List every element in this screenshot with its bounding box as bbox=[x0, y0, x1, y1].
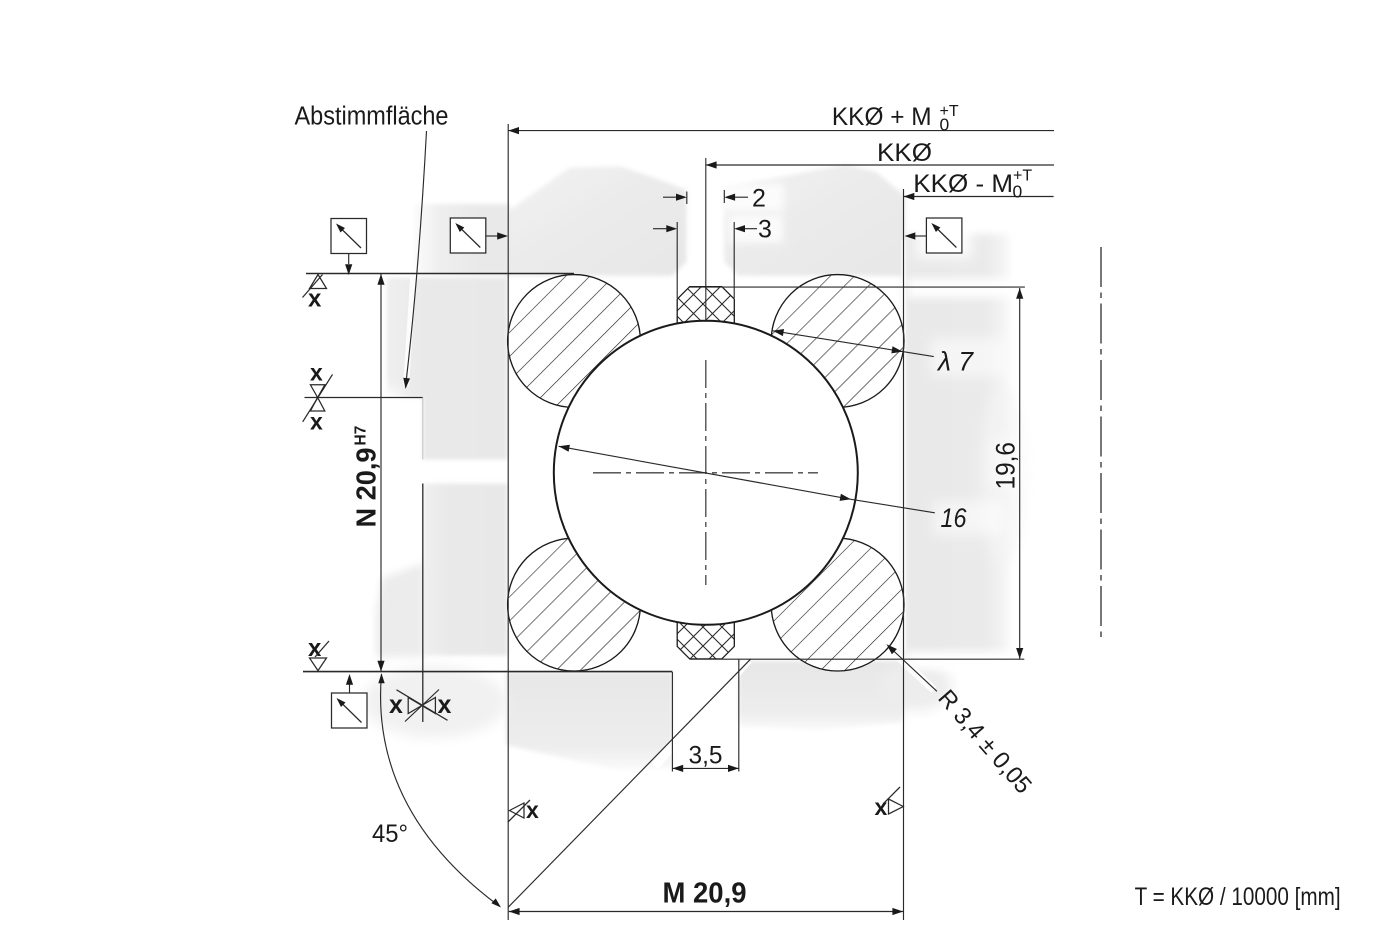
svg-text:KKØ + M: KKØ + M bbox=[832, 103, 932, 131]
svg-text:H7: H7 bbox=[353, 426, 370, 446]
svg-text:x: x bbox=[310, 360, 323, 386]
svg-text:Abstimmfläche: Abstimmfläche bbox=[295, 103, 449, 131]
svg-text:N 20,9: N 20,9 bbox=[351, 448, 382, 528]
svg-text:x: x bbox=[389, 691, 403, 719]
svg-text:KKØ: KKØ bbox=[877, 139, 932, 167]
svg-text:M 20,9: M 20,9 bbox=[663, 878, 747, 910]
svg-text:19,6: 19,6 bbox=[991, 442, 1021, 490]
svg-text:T = KKØ / 10000 [mm]: T = KKØ / 10000 [mm] bbox=[1135, 883, 1341, 911]
svg-text:x: x bbox=[875, 794, 888, 820]
svg-text:0: 0 bbox=[1013, 182, 1023, 202]
svg-text:3: 3 bbox=[758, 216, 772, 244]
svg-text:λ 7: λ 7 bbox=[936, 347, 974, 377]
svg-text:x: x bbox=[310, 409, 323, 435]
svg-text:+T: +T bbox=[940, 103, 959, 120]
svg-text:+T: +T bbox=[1013, 168, 1032, 185]
svg-text:x: x bbox=[308, 635, 322, 662]
svg-text:0: 0 bbox=[940, 115, 950, 135]
svg-text:45°: 45° bbox=[372, 820, 408, 848]
svg-text:3,5: 3,5 bbox=[689, 742, 723, 770]
svg-text:2: 2 bbox=[752, 185, 766, 213]
svg-text:KKØ - M: KKØ - M bbox=[913, 170, 1013, 198]
svg-text:16: 16 bbox=[941, 503, 968, 533]
svg-text:x: x bbox=[308, 286, 322, 313]
svg-text:x: x bbox=[438, 691, 452, 719]
svg-text:x: x bbox=[526, 797, 539, 823]
